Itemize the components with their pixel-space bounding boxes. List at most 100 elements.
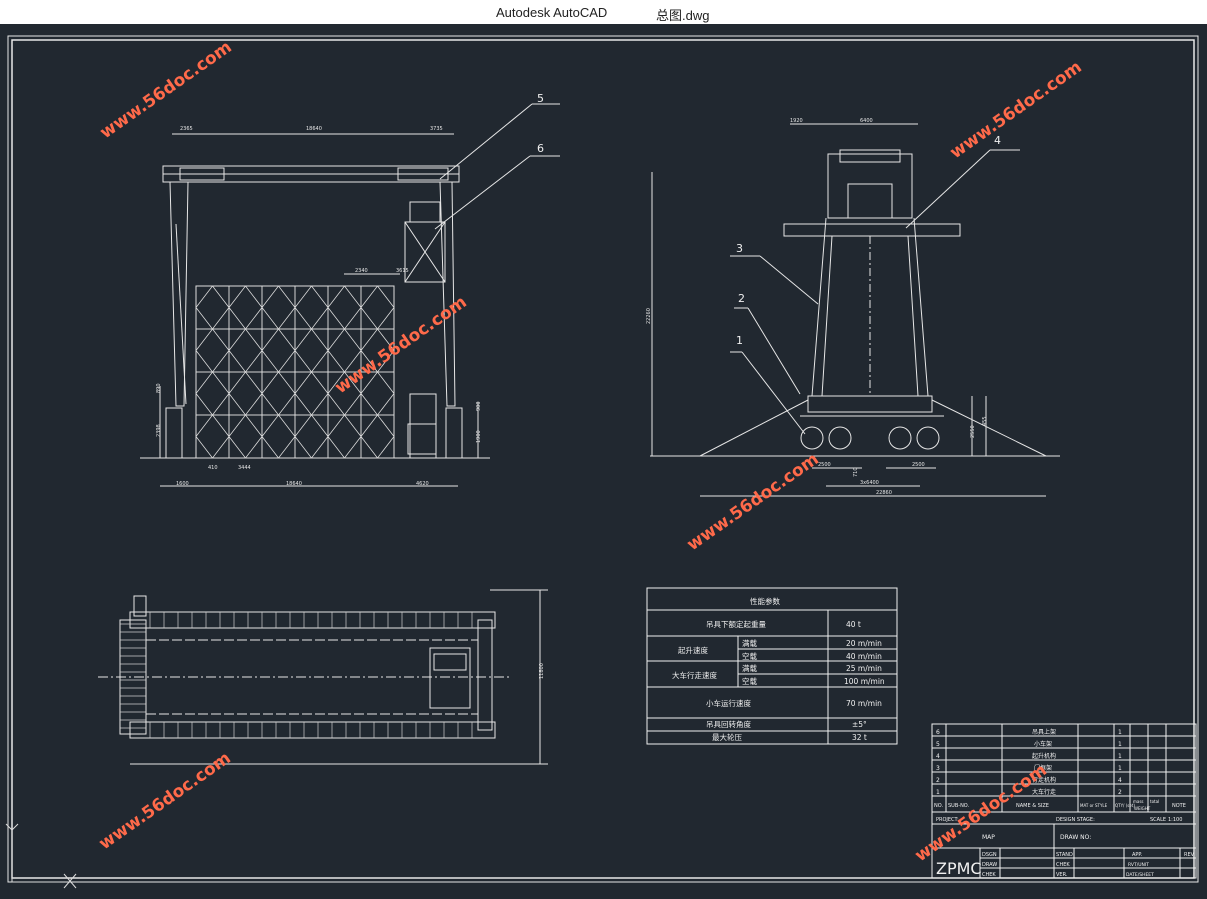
header-cell: SUB-NO. — [948, 803, 970, 809]
container-brace — [327, 414, 362, 459]
dim-label: 2340 — [355, 268, 368, 274]
app-title: Autodesk AutoCAD — [496, 5, 608, 20]
side-view — [650, 123, 1060, 497]
dim-label: 2398 — [156, 424, 162, 437]
sign-row: CHEK — [982, 872, 996, 878]
container-brace — [195, 371, 230, 416]
front-container-grid — [195, 285, 395, 459]
dim-label: 6400 — [860, 118, 873, 124]
container-brace — [228, 371, 263, 416]
scale-label: SCALE — [1150, 817, 1166, 823]
dim-label: 890 — [156, 383, 162, 393]
container-cell — [228, 371, 263, 416]
sign-row: APP. — [1132, 852, 1143, 858]
container-brace — [294, 414, 329, 459]
front-callouts: 5 6 — [537, 92, 544, 155]
dim-label: 3444 — [238, 465, 251, 471]
part-name: 大车行走 — [1032, 788, 1056, 796]
container-brace — [360, 285, 395, 330]
spec-row-label: 吊具回转角度 — [706, 719, 751, 729]
dim-label: 1920 — [790, 118, 803, 124]
part-no: 1 — [936, 789, 940, 796]
spec-row-sub: 空载 — [742, 676, 757, 686]
plan-view — [98, 589, 548, 765]
watermark-text: www.56doc.com — [683, 449, 822, 555]
front-view — [140, 103, 560, 487]
dim-label: 22860 — [876, 490, 892, 496]
container-brace — [261, 328, 296, 373]
dim-label: 710 — [853, 467, 859, 477]
title-block — [931, 723, 1197, 879]
part-no: 2 — [936, 777, 940, 784]
part-qty: 1 — [1118, 729, 1122, 736]
drawing-inner-border — [11, 39, 1195, 879]
spec-table-title: 性能参数 — [750, 596, 780, 606]
header-cell: WEIGHT — [1134, 806, 1151, 811]
part-qty: 1 — [1118, 753, 1122, 760]
part-no: 4 — [936, 753, 940, 760]
side-view-labels: 1920 6400 22260 2550 455 2500 2500 3x640… — [646, 118, 988, 496]
project-label: PROJECT: — [936, 817, 959, 823]
dim-label: 455 — [982, 416, 988, 426]
header-cell: NOTE — [1172, 803, 1186, 809]
spec-row-value: 20 m/min — [846, 639, 882, 648]
spec-row-value: ±5° — [852, 720, 867, 729]
cad-drawing[interactable]: 2365 18640 3735 2340 3615 890 2398 900 1… — [0, 24, 1207, 895]
container-cell — [294, 371, 329, 416]
part-no: 5 — [936, 741, 940, 748]
part-qty: 2 — [1118, 789, 1122, 796]
dim-label: 2500 — [818, 462, 831, 468]
container-cell — [261, 414, 296, 459]
callout-number: 5 — [537, 92, 544, 105]
spec-row-label: 起升速度 — [678, 645, 708, 655]
dim-label: 22260 — [646, 308, 652, 324]
dim-label: 3x6400 — [860, 480, 879, 486]
watermark-text: www.56doc.com — [96, 37, 235, 143]
spec-row-label: 最大轮压 — [712, 732, 742, 742]
container-cell — [228, 285, 263, 330]
sign-row: DRAW — [982, 862, 997, 868]
design-label: DESIGN STAGE: — [1056, 817, 1095, 823]
container-brace — [360, 414, 395, 459]
plan-grid — [120, 612, 473, 738]
container-cell — [327, 285, 362, 330]
part-name: 起升机构 — [1032, 752, 1056, 760]
spec-row-value: 40 m/min — [846, 652, 882, 661]
watermark-text: www.56doc.com — [331, 292, 470, 398]
callout-number: 4 — [994, 134, 1001, 147]
map-label: MAP — [982, 834, 995, 841]
container-cell — [360, 414, 395, 459]
container-brace — [228, 328, 263, 373]
container-brace — [195, 414, 230, 459]
file-title: 总图.dwg — [656, 8, 710, 23]
container-brace — [294, 285, 329, 330]
company-name: ZPMC — [936, 859, 982, 878]
container-cell — [294, 328, 329, 373]
header-cell: total — [1150, 799, 1159, 804]
dim-label: 900 — [476, 401, 482, 411]
part-qty: 1 — [1118, 765, 1122, 772]
drawing-canvas[interactable]: 2365 18640 3735 2340 3615 890 2398 900 1… — [0, 24, 1207, 895]
spec-row-sub: 满载 — [742, 638, 757, 648]
container-brace — [261, 285, 296, 330]
part-no: 3 — [936, 765, 940, 772]
container-brace — [327, 285, 362, 330]
sign-row: DSGN — [982, 852, 997, 858]
spec-row-sub: 满载 — [742, 663, 757, 673]
dim-label: 1900 — [476, 430, 482, 443]
container-cell — [228, 328, 263, 373]
container-brace — [261, 371, 296, 416]
container-cell — [294, 285, 329, 330]
container-cell — [261, 285, 296, 330]
container-brace — [195, 328, 230, 373]
part-name: 行走机构 — [1032, 776, 1056, 784]
container-cell — [195, 328, 230, 373]
header-cell: mass — [1133, 799, 1144, 804]
title-block-text: 6 吊具上架 1 5 小车架 1 4 起升机构 1 3 门框架 1 2 行走机构… — [934, 728, 1195, 878]
dim-label: 2550 — [970, 425, 976, 438]
spec-row-value: 40 t — [846, 620, 861, 629]
container-cell — [195, 371, 230, 416]
dim-label: 1600 — [176, 481, 189, 487]
scale-value: 1:100 — [1168, 817, 1182, 823]
dim-label: 18640 — [306, 126, 322, 132]
